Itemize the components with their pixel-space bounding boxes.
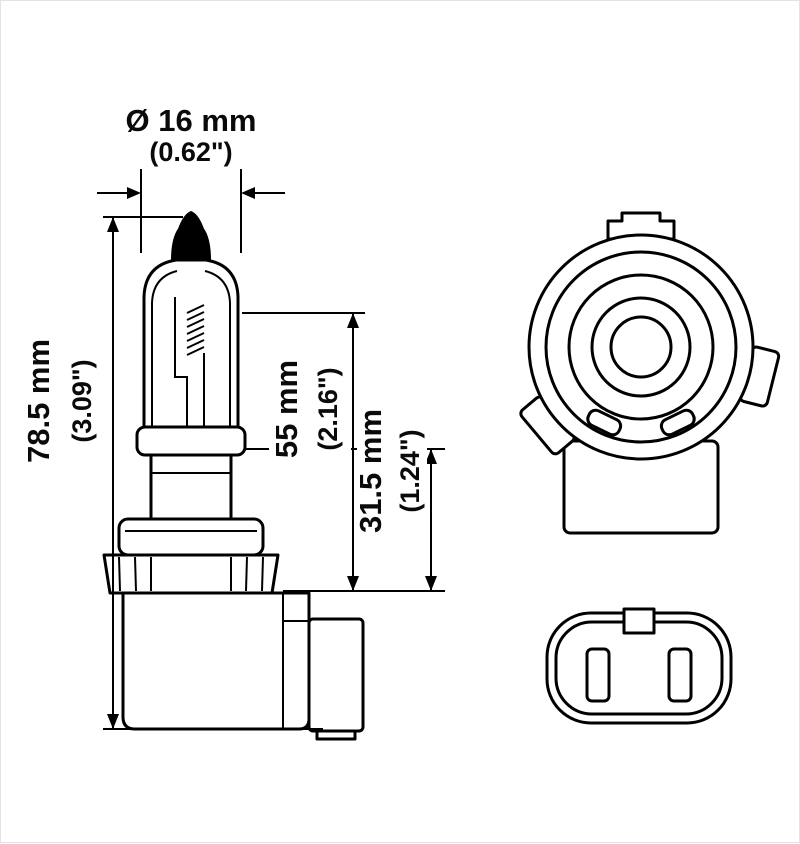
dim-base-imperial: (1.24") <box>395 429 425 512</box>
dim-diameter: Ø 16 mm (0.62") <box>97 103 285 253</box>
label-backing-315 <box>357 399 427 549</box>
connector-slot-right <box>667 647 693 703</box>
filament-hatch <box>186 304 205 356</box>
flange-disc <box>117 517 265 557</box>
glass-inner-wall-left <box>151 270 178 453</box>
base-tab-top <box>606 211 676 241</box>
base-front-view <box>519 211 781 535</box>
dim-overall-length: 78.5 mm (3.09") <box>21 216 323 730</box>
dim-base-metric: 31.5 mm <box>353 409 388 533</box>
dim-upper-length <box>242 312 445 592</box>
label-backing-55 <box>269 335 351 483</box>
skirt-ribs <box>118 556 264 592</box>
connector-face-view <box>545 607 733 725</box>
connector-inner-shell <box>554 620 724 716</box>
base-window-left <box>586 408 623 437</box>
dim-upper-metric: 55 mm <box>269 360 304 458</box>
dim-upper-imperial: (2.16") <box>313 367 343 450</box>
side-plug-notch <box>315 729 357 741</box>
base-window-right <box>659 408 696 437</box>
dim-diameter-imperial: (0.62") <box>149 137 232 167</box>
connector-body <box>121 591 311 731</box>
dim-overall-imperial: (3.09") <box>67 359 97 442</box>
pinch-collar <box>135 425 247 457</box>
base-stem <box>149 453 233 521</box>
dim-overall-metric: 78.5 mm <box>21 339 56 463</box>
connector-key-notch <box>622 607 656 635</box>
side-plug <box>307 617 365 733</box>
glass-capsule <box>142 258 240 453</box>
base-center-hole <box>609 315 673 379</box>
ribbed-skirt <box>102 553 280 595</box>
glass-inner-wall-right <box>204 270 231 453</box>
dim-diameter-metric: Ø 16 mm <box>126 103 257 138</box>
connector-slot-left <box>585 647 611 703</box>
filament-support-left <box>174 297 188 429</box>
bulb-black-tip <box>171 211 211 261</box>
